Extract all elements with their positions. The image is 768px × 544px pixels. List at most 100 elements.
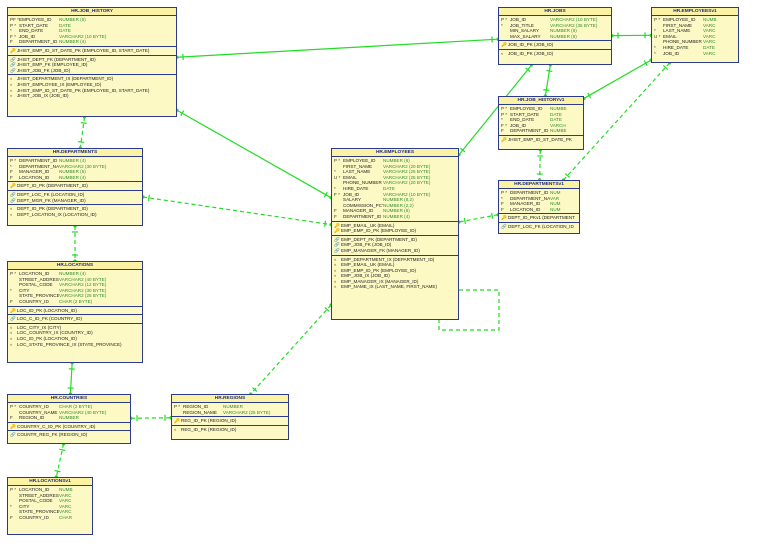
primary-key-icon: 🔑 (174, 418, 180, 424)
column-flag: PF * (10, 17, 19, 22)
key-name: EMP_EMP_ID_PK (EMPLOYEE_ID) (341, 228, 417, 234)
column-name: STATE_PROVINCE (19, 509, 59, 515)
key-row: 🔗JHIST_EMP_FK (EMPLOYEE_ID) (8, 62, 176, 68)
column-type: VARC (59, 492, 72, 498)
column-type: NUMB (59, 487, 73, 492)
key-row: 🔑JOB_ID_PK (JOB_ID) (499, 42, 611, 48)
relationship-end-mark (324, 306, 330, 312)
column-type: DATE (703, 44, 715, 50)
key-section: 🔑JHIST_EMP_ID_ST_DATE_PK (499, 136, 583, 144)
column-name: END_DATE (510, 117, 535, 123)
relationship-line (79, 116, 86, 149)
column-flag: F (334, 208, 337, 214)
key-name: JOB_ID_PK (JOB_ID) (508, 42, 554, 48)
key-row: ◐EMP_DEPARTMENT_IX (DEPARTMENT_ID) (332, 257, 458, 263)
column-flag: * (334, 185, 336, 191)
column-type: CHAR (2 BYTE) (59, 404, 93, 409)
relationship-line (142, 196, 332, 226)
relationship-end-mark (564, 173, 571, 179)
foreign-key-icon: 🔗 (10, 316, 16, 322)
key-row: 🔗JHIST_JOB_FK (JOB_ID) (8, 68, 176, 74)
index-icon: ◐ (334, 262, 337, 268)
index-icon: ◐ (10, 76, 13, 82)
foreign-key-icon: 🔗 (10, 191, 16, 197)
primary-key-icon: 🔑 (10, 307, 16, 313)
key-name: JHIST_EMP_ID_ST_DATE_PK (508, 136, 572, 142)
column-name: JOB_ID (343, 191, 360, 197)
key-name: REG_ID_PK (REGION_ID) (181, 426, 237, 432)
relationship-line (250, 304, 332, 395)
column-flag: P * (654, 17, 661, 22)
index-icon: ◐ (174, 426, 177, 432)
column-type: NUMBER (2,2) (383, 202, 414, 208)
column-name: COUNTRY_ID (19, 298, 49, 304)
key-row: 🔑DEPT_ID_PKv1 (DEPARTMENT (499, 215, 579, 221)
key-name: EMP_EMP_ID_PK (EMPLOYEE_ID) (341, 267, 417, 273)
key-name: EMP_JOB_IX (JOB_ID) (341, 273, 390, 279)
key-section: 🔑DEPT_ID_PK (DEPARTMENT_ID) (8, 182, 142, 191)
key-row: 🔑EMP_EMP_ID_PK (EMPLOYEE_ID) (332, 228, 458, 234)
column-flag: F (10, 298, 13, 304)
primary-key-icon: 🔑 (334, 228, 340, 234)
column-type: NUMBER (8,2) (383, 197, 414, 203)
column-flag (499, 34, 510, 40)
column-type: VARC (59, 503, 72, 509)
column-name: PHONE_NUMBER (663, 39, 702, 45)
index-icon: ◐ (10, 206, 13, 212)
column-type: NUMBE (550, 106, 567, 111)
index-icon: ◐ (334, 278, 337, 284)
key-name: EMP_JOB_FK (JOB_ID) (341, 242, 392, 248)
column-name: END_DATE (19, 28, 44, 34)
key-name: LOC_STATE_PROVINCE_IX (STATE_PROVINCE) (17, 341, 122, 347)
key-section: 🔑EMP_EMAIL_UK (EMAIL)🔑EMP_EMP_ID_PK (EMP… (332, 222, 458, 236)
table-title: HR.DEPARTMENTSv1 (499, 181, 579, 189)
key-section: 🔑DEPT_ID_PKv1 (DEPARTMENT (499, 214, 579, 223)
column-flag: U * (334, 174, 341, 180)
key-section: 🔑JOB_ID_PK (JOB_ID) (499, 41, 611, 50)
relationship-line (563, 62, 671, 181)
key-section: 🔑LOC_ID_PK (LOCATION_ID) (8, 307, 142, 316)
column-name: LAST_NAME (343, 169, 371, 175)
table-title: HR.DEPARTMENTS (8, 149, 142, 157)
key-section: ◐EMP_DEPARTMENT_IX (DEPARTMENT_ID)◐EMP_E… (332, 256, 458, 292)
column-type: VARCHAR2 (30 BYTE) (59, 163, 107, 169)
column-flag: * (10, 28, 12, 34)
key-row: 🔑LOC_ID_PK (LOCATION_ID) (8, 308, 142, 314)
key-name: JOB_ID_PK (JOB_ID) (508, 50, 554, 56)
key-name: EMP_DEPARTMENT_IX (DEPARTMENT_ID) (341, 256, 435, 262)
relationship-line (438, 289, 500, 331)
column-type: NUMBER (6) (59, 169, 86, 175)
column-type: NUMBER (4) (59, 39, 86, 45)
